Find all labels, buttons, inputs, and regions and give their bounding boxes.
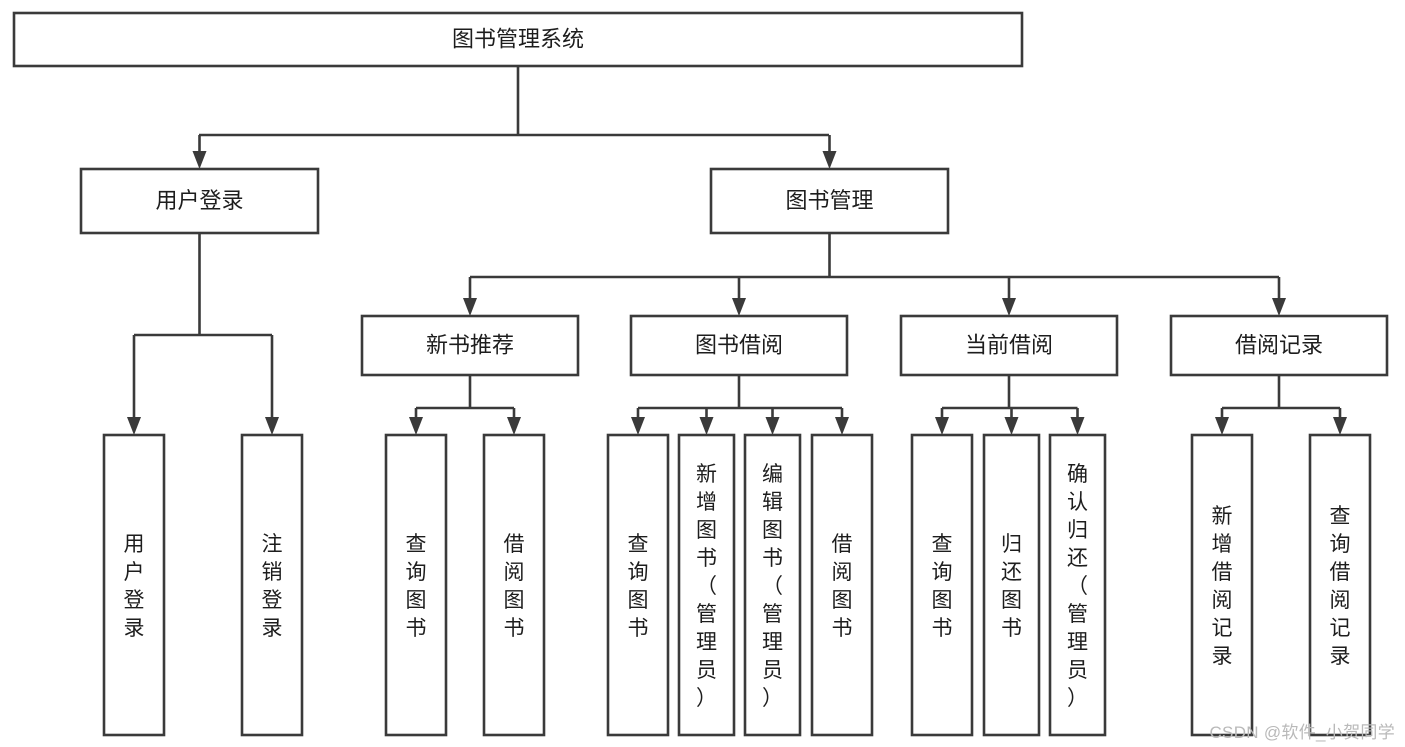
- arrow-head-icon: [1004, 417, 1019, 435]
- node-root[interactable]: 图书管理系统: [12, 11, 1024, 68]
- arrow-head-icon: [507, 417, 521, 435]
- node-label-current-borrow: 当前借阅: [965, 332, 1053, 357]
- node-label-leaf-borrow-book-1: 借阅图书: [504, 533, 525, 640]
- node-label-leaf-add-book: 新增图书（管理员）: [696, 463, 717, 710]
- node-leaf-borrow-book-1[interactable]: 借阅图书: [482, 433, 546, 737]
- node-box-leaf-query-book-2: [606, 433, 670, 737]
- node-leaf-add-book[interactable]: 新增图书（管理员）: [677, 433, 736, 737]
- node-leaf-return-book[interactable]: 归还图书: [982, 433, 1041, 737]
- node-box-leaf-borrow-book-2: [810, 433, 874, 737]
- node-label-book-borrow: 图书借阅: [695, 332, 783, 357]
- arrow-head-icon: [631, 417, 645, 435]
- node-leaf-query-book-3[interactable]: 查询图书: [910, 433, 974, 737]
- node-box-leaf-user-login: [102, 433, 166, 737]
- node-layer: 图书管理系统用户登录图书管理新书推荐图书借阅当前借阅借阅记录用户登录注销登录查询…: [12, 11, 1389, 737]
- node-label-leaf-return-book: 归还图书: [1001, 533, 1022, 640]
- node-new-book-recommend[interactable]: 新书推荐: [360, 314, 580, 377]
- node-box-leaf-borrow-book-1: [482, 433, 546, 737]
- node-label-new-book-recommend: 新书推荐: [426, 332, 514, 357]
- node-box-book-borrow: [629, 314, 849, 377]
- arrow-head-icon: [1070, 417, 1085, 435]
- node-label-user-login: 用户登录: [155, 188, 243, 213]
- node-leaf-query-book-1[interactable]: 查询图书: [384, 433, 448, 737]
- node-box-borrow-record: [1169, 314, 1389, 377]
- node-box-user-login: [79, 167, 320, 235]
- arrow-head-icon: [935, 417, 949, 435]
- node-label-leaf-query-book-2: 查询图书: [628, 533, 649, 640]
- node-book-manage[interactable]: 图书管理: [709, 167, 950, 235]
- node-box-leaf-query-record: [1308, 433, 1372, 737]
- arrow-head-icon: [1002, 298, 1016, 316]
- arrow-head-icon: [822, 151, 837, 169]
- arrow-head-icon: [765, 417, 780, 435]
- node-box-current-borrow: [899, 314, 1119, 377]
- node-label-leaf-query-book-3: 查询图书: [932, 533, 953, 640]
- arrow-head-icon: [409, 417, 423, 435]
- arrow-head-icon: [1272, 298, 1286, 316]
- arrow-head-icon: [192, 151, 207, 169]
- node-label-borrow-record: 借阅记录: [1235, 332, 1323, 357]
- node-label-leaf-confirm-return: 确认归还（管理员）: [1067, 463, 1088, 710]
- node-box-leaf-query-book-3: [910, 433, 974, 737]
- node-label-leaf-edit-book: 编辑图书（管理员）: [762, 463, 783, 710]
- arrow-head-icon: [127, 417, 141, 435]
- node-label-leaf-query-book-1: 查询图书: [406, 533, 427, 640]
- node-book-borrow[interactable]: 图书借阅: [629, 314, 849, 377]
- arrow-head-icon: [1215, 417, 1229, 435]
- node-label-leaf-add-record: 新增借阅记录: [1212, 505, 1233, 668]
- node-borrow-record[interactable]: 借阅记录: [1169, 314, 1389, 377]
- connector-layer: [127, 66, 1347, 435]
- node-leaf-query-record[interactable]: 查询借阅记录: [1308, 433, 1372, 737]
- node-leaf-borrow-book-2[interactable]: 借阅图书: [810, 433, 874, 737]
- node-user-login[interactable]: 用户登录: [79, 167, 320, 235]
- node-label-leaf-borrow-book-2: 借阅图书: [832, 533, 853, 640]
- node-label-leaf-query-record: 查询借阅记录: [1330, 505, 1351, 668]
- node-box-book-manage: [709, 167, 950, 235]
- arrow-head-icon: [835, 417, 849, 435]
- node-leaf-add-record[interactable]: 新增借阅记录: [1190, 433, 1254, 737]
- node-current-borrow[interactable]: 当前借阅: [899, 314, 1119, 377]
- node-box-leaf-edit-book: [743, 433, 802, 737]
- node-box-leaf-add-record: [1190, 433, 1254, 737]
- node-label-root: 图书管理系统: [452, 26, 584, 51]
- node-box-root: [12, 11, 1024, 68]
- node-label-leaf-user-login: 用户登录: [124, 533, 145, 640]
- node-leaf-confirm-return[interactable]: 确认归还（管理员）: [1048, 433, 1107, 737]
- node-leaf-query-book-2[interactable]: 查询图书: [606, 433, 670, 737]
- node-box-leaf-user-logout: [240, 433, 304, 737]
- node-leaf-user-login[interactable]: 用户登录: [102, 433, 166, 737]
- arrow-head-icon: [732, 298, 746, 316]
- arrow-head-icon: [463, 298, 477, 316]
- node-box-leaf-return-book: [982, 433, 1041, 737]
- node-box-new-book-recommend: [360, 314, 580, 377]
- node-label-leaf-user-logout: 注销登录: [262, 533, 283, 640]
- node-leaf-edit-book[interactable]: 编辑图书（管理员）: [743, 433, 802, 737]
- node-box-leaf-query-book-1: [384, 433, 448, 737]
- node-box-leaf-add-book: [677, 433, 736, 737]
- csdn-watermark: CSDN @软件_小贺同学: [1209, 723, 1395, 742]
- node-label-book-manage: 图书管理: [785, 188, 873, 213]
- arrow-head-icon: [1333, 417, 1347, 435]
- node-leaf-user-logout[interactable]: 注销登录: [240, 433, 304, 737]
- node-box-leaf-confirm-return: [1048, 433, 1107, 737]
- arrow-head-icon: [699, 417, 714, 435]
- arrow-head-icon: [265, 417, 279, 435]
